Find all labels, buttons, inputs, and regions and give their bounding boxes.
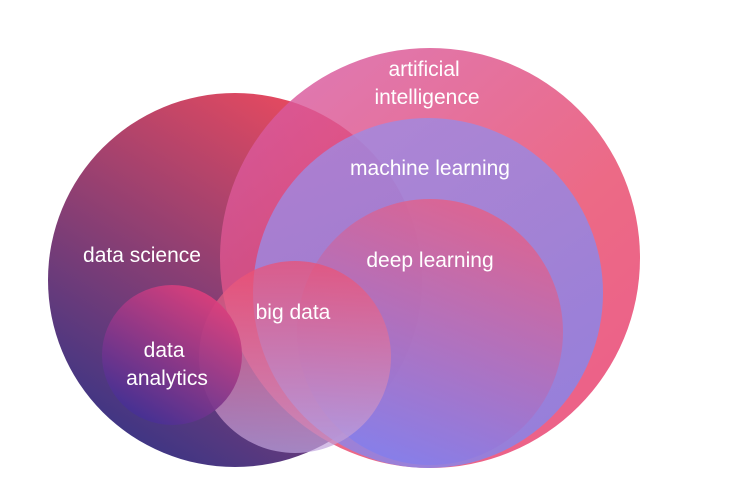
deep-learning-label: deep learning — [366, 249, 493, 272]
artificial-intelligence-label-line-1: artificial — [388, 58, 459, 81]
data-analytics-label-line-1: data — [144, 339, 185, 362]
artificial-intelligence-label-line-2: intelligence — [374, 86, 479, 109]
data-analytics-label: data analytics — [126, 339, 208, 390]
data-science-label: data science — [83, 244, 201, 267]
artificial-intelligence-label: artificial intelligence — [374, 58, 479, 109]
big-data-circle — [199, 261, 391, 453]
big-data-label: big data — [256, 301, 331, 324]
data-analytics-circle — [102, 285, 242, 425]
machine-learning-label: machine learning — [350, 157, 510, 180]
data-analytics-label-line-2: analytics — [126, 367, 208, 390]
